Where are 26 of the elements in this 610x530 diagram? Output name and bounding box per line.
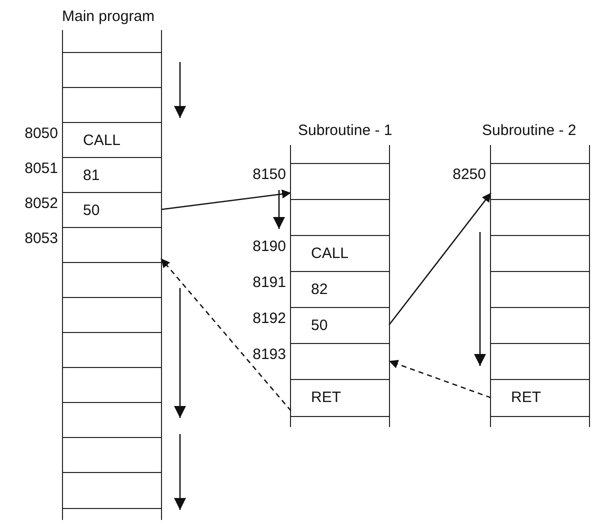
memory-cell: CALL	[291, 235, 389, 271]
column-heading: Subroutine - 1	[298, 122, 392, 139]
column-heading: Subroutine - 2	[482, 122, 576, 139]
address-label: 8051	[24, 160, 58, 177]
memory-cell: RET	[491, 379, 589, 416]
memory-cell: 50	[63, 192, 161, 227]
address-label: 8191	[252, 274, 286, 291]
arrow	[388, 192, 492, 326]
address-label: 8053	[24, 230, 58, 247]
column-heading: Main program	[62, 8, 155, 25]
address-label: 8050	[24, 125, 58, 142]
memory-cell: 81	[63, 157, 161, 192]
address-label: 8193	[252, 346, 286, 363]
address-label: 8150	[252, 166, 286, 183]
arrow	[160, 258, 292, 412]
address-label: 8190	[252, 238, 286, 255]
memory-cell	[63, 472, 161, 508]
arrow	[388, 360, 492, 398]
address-label: 8192	[252, 310, 286, 327]
arrow	[160, 190, 292, 210]
memory-cell: 50	[291, 307, 389, 343]
memory-cell: CALL	[63, 122, 161, 157]
address-label: 8052	[24, 195, 58, 212]
memory-cell: RET	[291, 379, 389, 416]
address-label: 8250	[452, 166, 486, 183]
memory-cell: 82	[291, 271, 389, 307]
